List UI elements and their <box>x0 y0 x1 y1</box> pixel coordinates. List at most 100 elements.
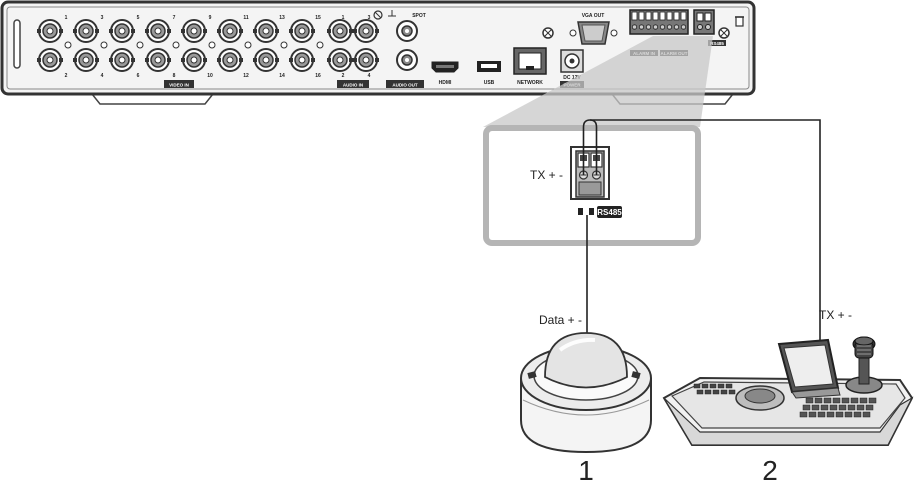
video-in-number-8: 8 <box>173 73 176 79</box>
audio-in-label-group: AUDIO IN <box>337 80 369 88</box>
alarm-pin <box>645 11 652 21</box>
keyboard-key <box>709 383 717 389</box>
data-label: Data + - <box>539 313 582 327</box>
keyboard-key <box>696 389 704 395</box>
zoom-tx-label: TX + - <box>530 168 563 182</box>
keyboard-key <box>823 397 832 404</box>
ground-screw-icon <box>718 27 730 39</box>
keyboard-key <box>717 383 725 389</box>
screw-icon <box>280 41 288 49</box>
video-in-bnc-15 <box>289 19 315 43</box>
network-label: NETWORK <box>517 80 543 86</box>
video-in-number-14: 14 <box>279 73 285 79</box>
screw-icon <box>172 41 180 49</box>
keyboard-key <box>826 411 835 418</box>
audio-in-number-3: 3 <box>368 15 371 21</box>
wires <box>582 119 821 345</box>
lock-slot-icon <box>735 16 744 27</box>
keyboard-key <box>868 397 877 404</box>
hdmi-port <box>431 61 459 73</box>
keyboard-key <box>829 404 838 411</box>
usb-label: USB <box>484 80 495 86</box>
keyboard-key <box>862 411 871 418</box>
video-in-number-4: 4 <box>101 73 104 79</box>
audio-in-connectors: 1 2 3 4 <box>327 15 379 79</box>
video-in-label: VIDEO IN <box>169 83 189 88</box>
video-in-number-11: 11 <box>243 15 249 21</box>
video-in-bnc-2 <box>37 48 63 72</box>
network-port <box>513 47 547 75</box>
video-in-number-2: 2 <box>65 73 68 79</box>
hdmi-label: HDMI <box>439 80 452 86</box>
keyboard-key <box>799 411 808 418</box>
dvr-rs485-terminal: RS485 <box>693 9 726 46</box>
video-in-number-7: 7 <box>173 15 176 21</box>
screw-icon <box>208 41 216 49</box>
video-in-bnc-10 <box>181 48 207 72</box>
controller-keyboard <box>662 336 914 446</box>
screw-icon <box>136 41 144 49</box>
video-in-bnc-3 <box>73 19 99 43</box>
alarm-pin <box>631 11 638 21</box>
spot-label: SPOT <box>412 13 426 19</box>
keyboard-key <box>805 397 814 404</box>
screw-icon <box>316 41 324 49</box>
keyboard-key <box>712 389 720 395</box>
keyboard-number: 2 <box>762 455 778 484</box>
alarm-pin-screw <box>659 24 666 30</box>
dvr-rs485-label: RS485 <box>710 41 724 46</box>
audio-in-number-4: 4 <box>368 73 371 79</box>
alarm-pin <box>659 11 666 21</box>
audio-in-connector-2 <box>327 48 353 72</box>
video-in-bnc-9 <box>181 19 207 43</box>
video-in-bnc-1 <box>37 19 63 43</box>
alarm-pin <box>673 11 680 21</box>
keyboard-key <box>850 397 859 404</box>
camera-number: 1 <box>578 455 594 484</box>
power-port <box>560 49 584 73</box>
spot-connector <box>396 20 418 42</box>
keyboard-key <box>693 383 701 389</box>
alarm-pin-screw <box>680 24 687 30</box>
screw-icon <box>244 41 252 49</box>
keyboard-key <box>808 411 817 418</box>
alarm-pin-screw <box>645 24 652 30</box>
video-in-number-15: 15 <box>315 15 321 21</box>
vga-port <box>569 21 618 45</box>
video-in-bnc-14 <box>253 48 279 72</box>
video-in-bnc-6 <box>109 48 135 72</box>
keyboard-tx-label: TX + - <box>819 308 852 322</box>
power-label-1: DC 12V <box>563 75 581 81</box>
keyboard-key <box>728 389 736 395</box>
zoom-callout <box>483 36 713 246</box>
video-in-number-3: 3 <box>101 15 104 21</box>
keyboard-key <box>701 383 709 389</box>
keyboard-key <box>859 397 868 404</box>
keyboard-key <box>704 389 712 395</box>
audio-in-label: AUDIO IN <box>343 83 363 88</box>
video-in-number-9: 9 <box>209 15 212 21</box>
video-in-number-10: 10 <box>207 73 213 79</box>
alarm-pin-screw <box>652 24 659 30</box>
audio-out-label: AUDIO OUT <box>392 83 418 88</box>
alarm-pin <box>652 11 659 21</box>
screw-icon <box>542 27 554 39</box>
video-in-label-group: VIDEO IN <box>164 80 194 88</box>
audio-in-number-2: 2 <box>342 73 345 79</box>
audio-in-number-1: 1 <box>342 15 345 21</box>
video-in-number-16: 16 <box>315 73 321 79</box>
keyboard-key <box>853 411 862 418</box>
video-in-bnc-12 <box>217 48 243 72</box>
alarm-pin-screw <box>631 24 638 30</box>
video-in-number-12: 12 <box>243 73 249 79</box>
keyboard-key <box>838 404 847 411</box>
video-in-bnc-8 <box>145 48 171 72</box>
alarm-pin-screw <box>638 24 645 30</box>
video-in-number-13: 13 <box>279 15 285 21</box>
keyboard-key <box>811 404 820 411</box>
video-in-bnc-7 <box>145 19 171 43</box>
video-in-bnc-5 <box>109 19 135 43</box>
ground-icon <box>373 10 396 20</box>
alarm-pin-screw <box>673 24 680 30</box>
